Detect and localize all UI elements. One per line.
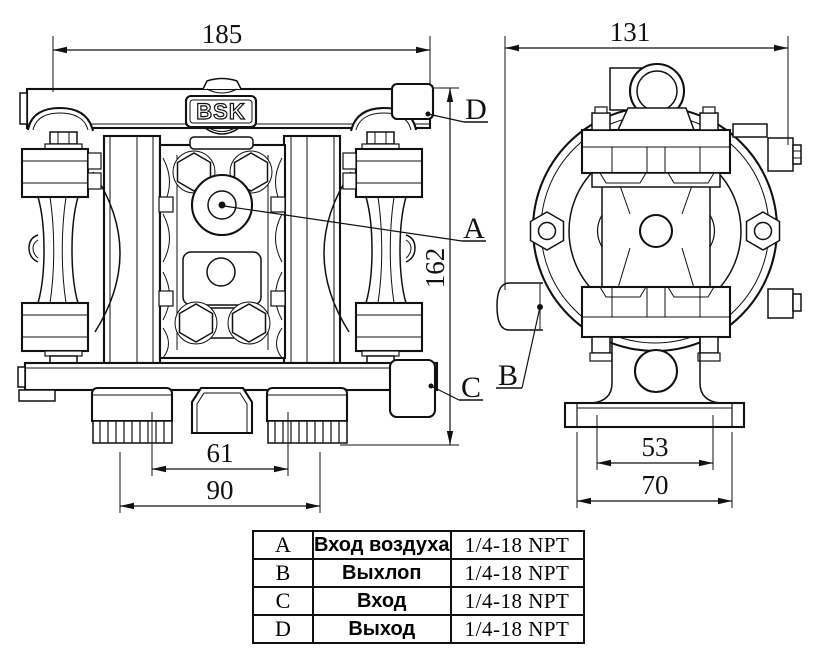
dim-feet-inner: 61 (151, 412, 289, 476)
port-key: B (252, 558, 314, 588)
side-view (496, 62, 802, 429)
port-labels: D A C B (223, 93, 541, 404)
front-diaphragm-arcs (92, 171, 352, 333)
front-port-c (388, 358, 437, 419)
port-label-a: A (463, 212, 485, 245)
table-row: C Вход 1/4-18 NPT (252, 586, 585, 616)
port-key: C (252, 586, 314, 616)
front-air-valve (158, 136, 287, 360)
port-spec-table: A Вход воздуха 1/4-18 NPT B Выхлоп 1/4-1… (252, 530, 585, 644)
side-top-clamp (580, 106, 732, 188)
side-center-chamber (596, 179, 716, 289)
label-c: C (430, 371, 483, 404)
port-key: A (252, 530, 314, 560)
dim-value-90: 90 (207, 475, 234, 505)
side-hex-bolts (529, 211, 781, 251)
port-label-c: C (461, 371, 481, 404)
port-spec: 1/4-18 NPT (449, 586, 585, 616)
front-right-clamp-tower (342, 106, 424, 392)
port-name: Выхлоп (312, 558, 452, 588)
front-chamber-plates (102, 134, 342, 365)
table-row: A Вход воздуха 1/4-18 NPT (252, 530, 585, 560)
side-right-fittings (732, 123, 802, 319)
table-row: B Выхлоп 1/4-18 NPT (252, 558, 585, 588)
port-label-b: B (498, 359, 518, 392)
brand-badge: BSK (184, 94, 258, 129)
port-name: Вход воздуха (312, 530, 452, 560)
side-top-bracket (609, 62, 696, 131)
port-name: Выход (312, 614, 452, 644)
dim-feet-outer: 90 (119, 452, 321, 513)
side-bottom-clamp (580, 285, 732, 362)
dim-value-162: 162 (420, 248, 450, 289)
port-spec: 1/4-18 NPT (449, 558, 585, 588)
port-label-d: D (465, 93, 487, 126)
dim-value-61: 61 (207, 438, 234, 468)
port-name: Вход (312, 586, 452, 616)
front-left-clamp-tower (20, 106, 102, 392)
front-port-d (390, 82, 435, 121)
port-spec: 1/4-18 NPT (449, 614, 585, 644)
dim-base-inner: 53 (596, 415, 714, 470)
front-feet (90, 386, 349, 444)
front-view: BSK (17, 77, 439, 444)
dim-value-70: 70 (642, 470, 669, 500)
label-d: D (427, 93, 488, 126)
table-row: D Выход 1/4-18 NPT (252, 614, 585, 644)
dim-side-width: 131 (504, 17, 789, 290)
port-key: D (252, 614, 314, 644)
brand-text: BSK (196, 99, 245, 124)
side-foot (563, 337, 746, 429)
dim-value-131: 131 (610, 17, 651, 47)
dim-value-53: 53 (642, 432, 669, 462)
dim-value-185: 185 (202, 19, 243, 49)
dimensions: 185 162 61 90 (52, 17, 789, 513)
dim-front-height: 162 (340, 87, 459, 446)
dim-front-width: 185 (52, 19, 431, 92)
label-b: B (496, 306, 541, 392)
front-bottom-manifold (17, 361, 439, 402)
port-spec: 1/4-18 NPT (449, 530, 585, 560)
dim-base-outer: 70 (576, 432, 733, 508)
label-a: A (223, 205, 486, 245)
